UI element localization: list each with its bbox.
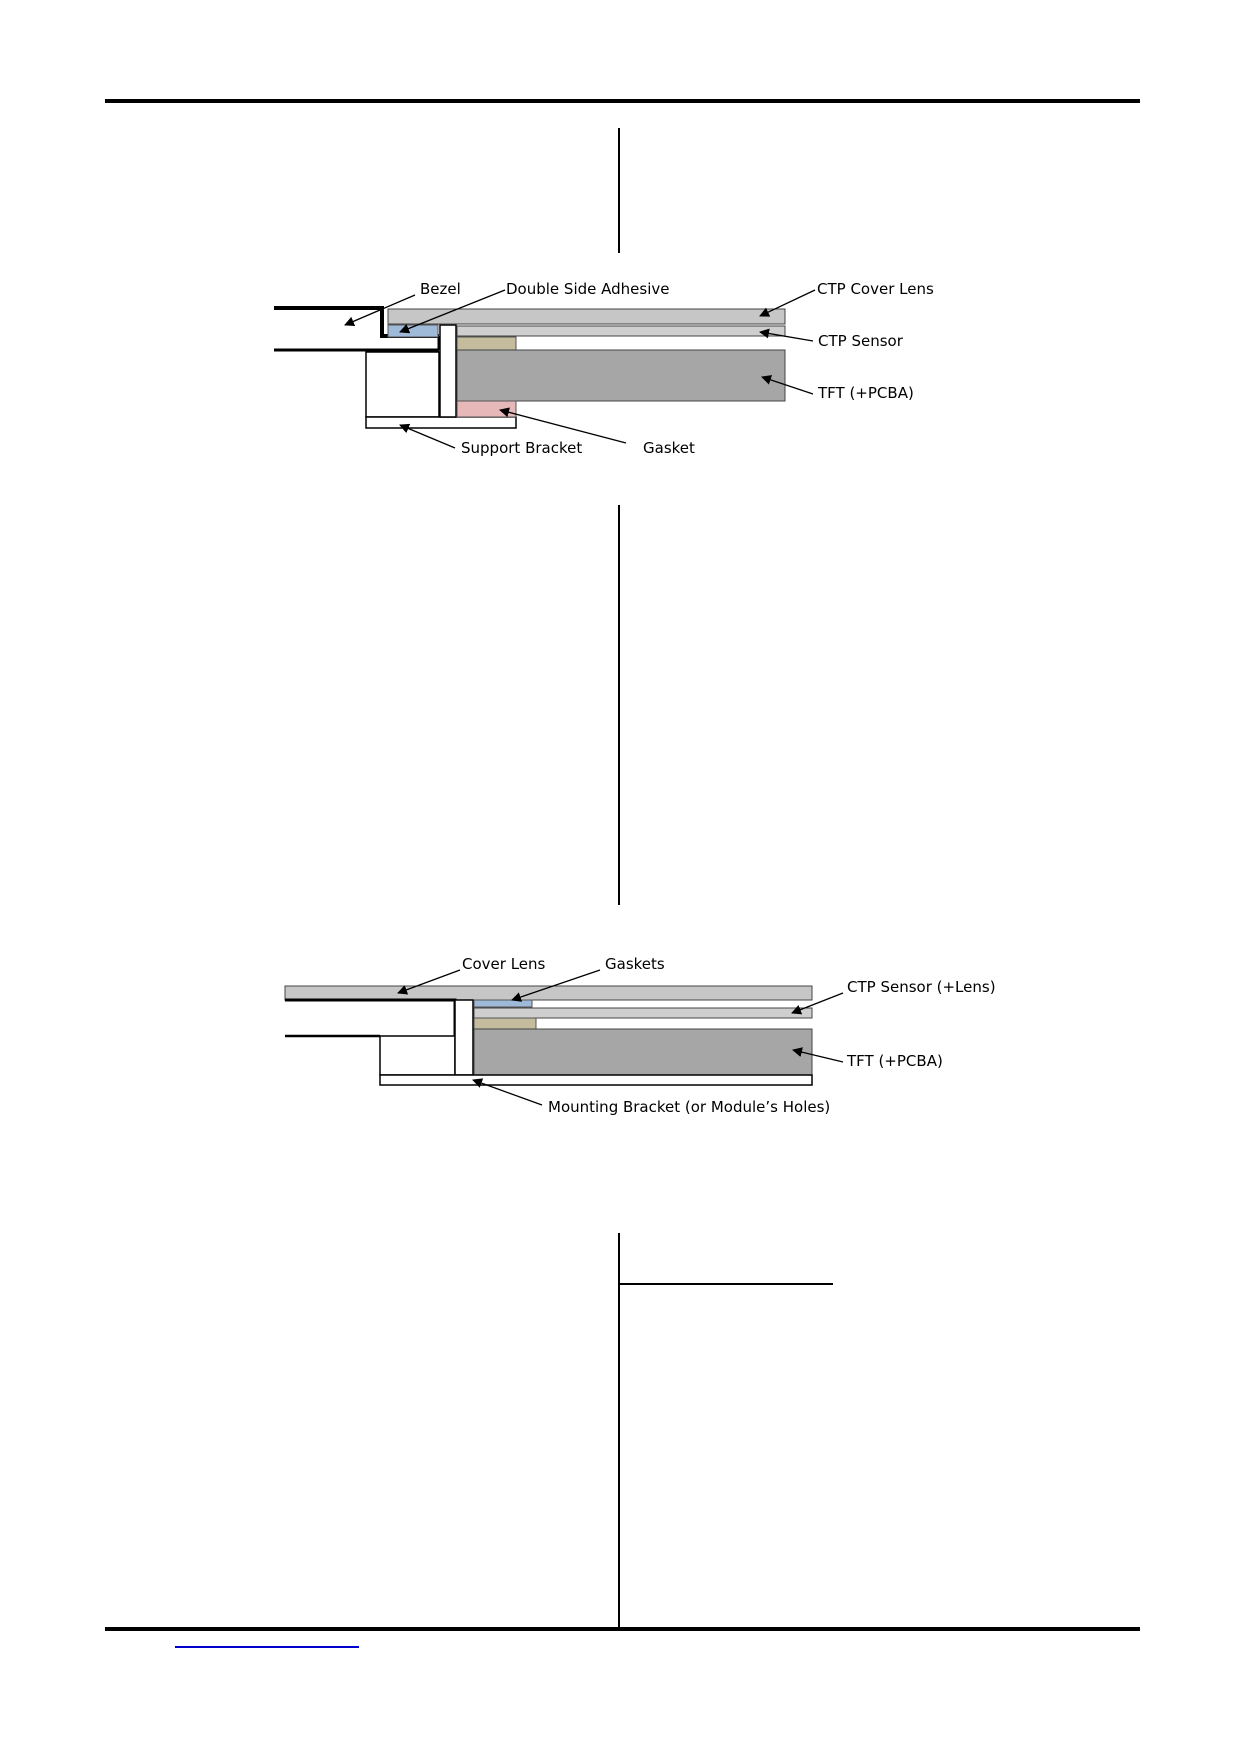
ctp-sensor-lens-layer [473,1007,813,1019]
leader-mounting-bracket [472,1078,543,1106]
column-divider-2 [618,505,620,905]
enclosure-shape [285,998,474,1076]
footer-rule [105,1627,1140,1631]
support-bracket-shape [365,324,517,429]
mounting-bracket-layer [379,1074,813,1086]
leader-support-bracket [399,423,456,449]
leader-ctp-sensor [759,328,814,342]
label-double-side-adhesive: Double Side Adhesive [506,280,669,298]
column-divider-1 [618,128,620,253]
label-tft: TFT (+PCBA) [817,384,914,402]
gaskets-layer [473,999,533,1008]
leader-gaskets [511,969,601,1002]
label-bezel: Bezel [420,280,461,298]
tft-layer-2 [473,1028,813,1076]
leader-gasket [499,407,627,444]
leader-ctp-sensor-lens [791,992,844,1015]
label-ctp-sensor-lens: CTP Sensor (+Lens) [847,978,996,996]
tft-layer [456,349,786,402]
header-rule [105,99,1140,103]
cover-lens-layer [284,985,813,1001]
ctp-cover-lens-layer [387,308,786,325]
leader-tft [761,375,814,395]
column-divider-3 [618,1233,620,1627]
ctp-sensor-layer [456,325,786,337]
label-tft-2: TFT (+PCBA) [846,1052,943,1070]
leader-bezel [344,294,416,327]
label-mounting-bracket: Mounting Bracket (or Module’s Holes) [548,1098,830,1116]
label-support-bracket: Support Bracket [461,439,582,457]
footer-link-underline[interactable] [175,1646,359,1648]
leader-tft-2 [792,1047,844,1063]
leader-cover-lens [759,289,816,317]
table-rule [618,1283,833,1285]
label-gaskets: Gaskets [605,955,665,973]
spacer-layer-2 [473,1017,537,1030]
label-ctp-cover-lens: CTP Cover Lens [817,280,934,298]
leader-adhesive [399,289,506,334]
label-cover-lens: Cover Lens [462,955,546,973]
label-gasket: Gasket [643,439,695,457]
leader-cover-lens-2 [397,969,461,995]
label-ctp-sensor: CTP Sensor [818,332,904,350]
